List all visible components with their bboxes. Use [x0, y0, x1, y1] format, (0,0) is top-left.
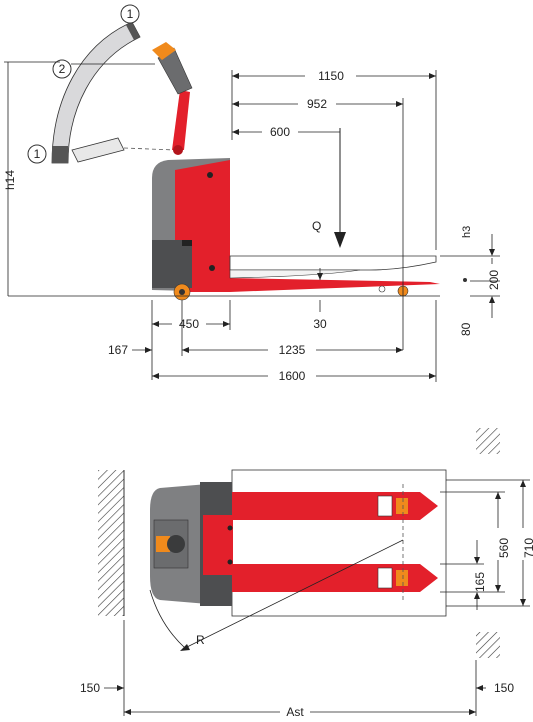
pallet-outline [231, 469, 447, 617]
svg-text:150: 150 [80, 681, 100, 695]
dimension-radius: R [149, 539, 404, 651]
svg-text:80: 80 [459, 322, 473, 336]
svg-text:165: 165 [473, 572, 487, 592]
dimension-1600: 1600 [152, 300, 437, 383]
svg-text:R: R [196, 633, 205, 647]
svg-text:h14: h14 [3, 170, 17, 190]
dimension-h14: h14 [3, 61, 60, 296]
top-view: R 560 710 165 [80, 428, 533, 719]
fork-top-lower [232, 564, 438, 592]
svg-text:Ast: Ast [286, 705, 304, 719]
wall-left [98, 470, 124, 616]
load-q-arrow: Q [312, 128, 346, 248]
dimension-167: 167 [108, 300, 183, 357]
dimension-952: 952 [232, 97, 404, 350]
svg-text:600: 600 [270, 125, 290, 139]
svg-text:952: 952 [307, 97, 327, 111]
svg-text:1: 1 [127, 7, 134, 21]
tiller-head-lowered [71, 137, 176, 163]
svg-text:450: 450 [179, 317, 199, 331]
svg-text:200: 200 [487, 270, 501, 290]
svg-text:Q: Q [312, 219, 321, 233]
wall-bottom-right [476, 632, 500, 658]
side-view: 1 2 1 h14 1150 [3, 4, 501, 383]
wall-top-right [476, 428, 500, 454]
dimension-450: 450 [151, 300, 231, 380]
position-marker-1-top: 1 [120, 4, 140, 24]
arc-end-bottom [52, 146, 68, 163]
dimension-1235: 1235 [182, 343, 403, 357]
dimension-600: 600 [232, 125, 340, 139]
dimension-150-right: 150 [475, 660, 514, 716]
fork-top-upper [232, 492, 438, 520]
position-marker-1-bottom: 1 [27, 144, 47, 164]
dimension-710: 710 [446, 479, 533, 607]
svg-text:h3: h3 [461, 226, 473, 238]
svg-text:2: 2 [59, 62, 66, 76]
svg-text:150: 150 [494, 681, 514, 695]
position-marker-2: 2 [52, 59, 155, 79]
dimension-h3: h3 [440, 226, 500, 257]
dimension-ast: Ast [124, 705, 476, 719]
dimension-200: 200 [470, 258, 501, 290]
dimension-30: 30 [313, 268, 327, 331]
svg-text:167: 167 [108, 343, 128, 357]
tiller-swing-arc [51, 21, 141, 164]
dimension-165: 165 [440, 540, 487, 610]
svg-text:1600: 1600 [279, 369, 306, 383]
tiller-arm [152, 42, 193, 155]
dimension-1150: 1150 [231, 69, 437, 250]
svg-text:560: 560 [497, 538, 511, 558]
fork-side [229, 255, 440, 292]
svg-text:30: 30 [313, 317, 327, 331]
truck-body-top [150, 482, 233, 606]
dimension-80: 80 [459, 295, 500, 336]
dimension-150-left: 150 [80, 620, 125, 716]
svg-text:1: 1 [34, 147, 41, 161]
truck-chassis-side [152, 158, 230, 292]
arc-end-top [126, 22, 140, 40]
svg-text:710: 710 [522, 538, 533, 558]
dimension-560: 560 [440, 491, 511, 593]
svg-text:1235: 1235 [279, 343, 306, 357]
svg-text:1150: 1150 [318, 69, 344, 83]
